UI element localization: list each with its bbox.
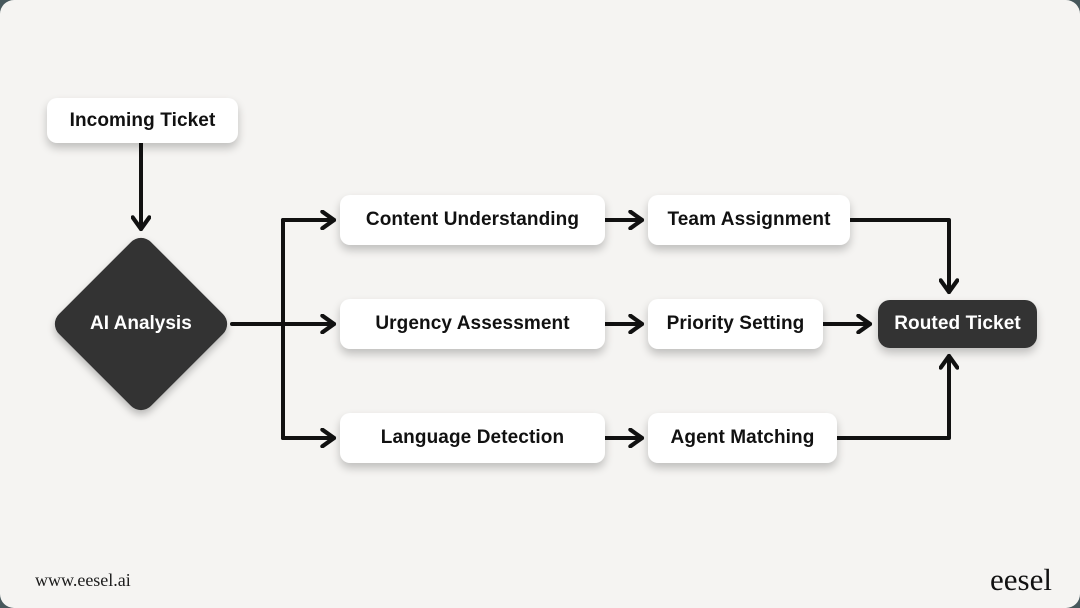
node-agent-matching: Agent Matching (648, 413, 837, 463)
website-url: www.eesel.ai (35, 570, 131, 590)
node-team-assignment: Team Assignment (648, 195, 850, 245)
node-routed-ticket: Routed Ticket (878, 300, 1037, 348)
node-urgency-assessment: Urgency Assessment (340, 299, 605, 349)
node-content-understanding: Content Understanding (340, 195, 605, 245)
node-incoming-ticket: Incoming Ticket (47, 98, 238, 143)
edge-agent-to-routed (835, 356, 949, 440)
ai-analysis-label: AI Analysis (90, 312, 192, 334)
eesel-logo: eesel (990, 562, 1052, 597)
edge-team-to-routed (848, 218, 949, 292)
node-priority-setting: Priority Setting (648, 299, 823, 349)
node-language-detection: Language Detection (340, 413, 605, 463)
